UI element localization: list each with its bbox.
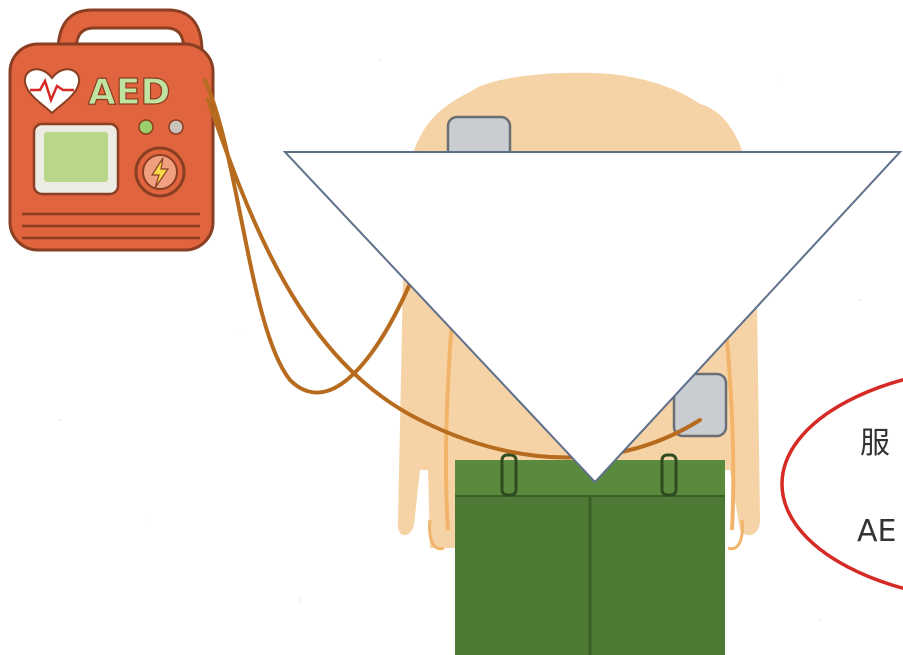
indicator-light-green xyxy=(139,120,153,134)
shock-button-icon xyxy=(136,148,184,196)
aed-screen xyxy=(44,132,108,182)
callout-text-line1: 服 xyxy=(860,418,890,462)
indicator-light-gray xyxy=(169,120,183,134)
aed-device: AED xyxy=(10,10,213,250)
callout-text-line2: AE xyxy=(857,514,896,549)
pants xyxy=(455,455,725,655)
callout-ellipse xyxy=(782,366,903,602)
aed-logo-text: AED xyxy=(88,72,170,113)
